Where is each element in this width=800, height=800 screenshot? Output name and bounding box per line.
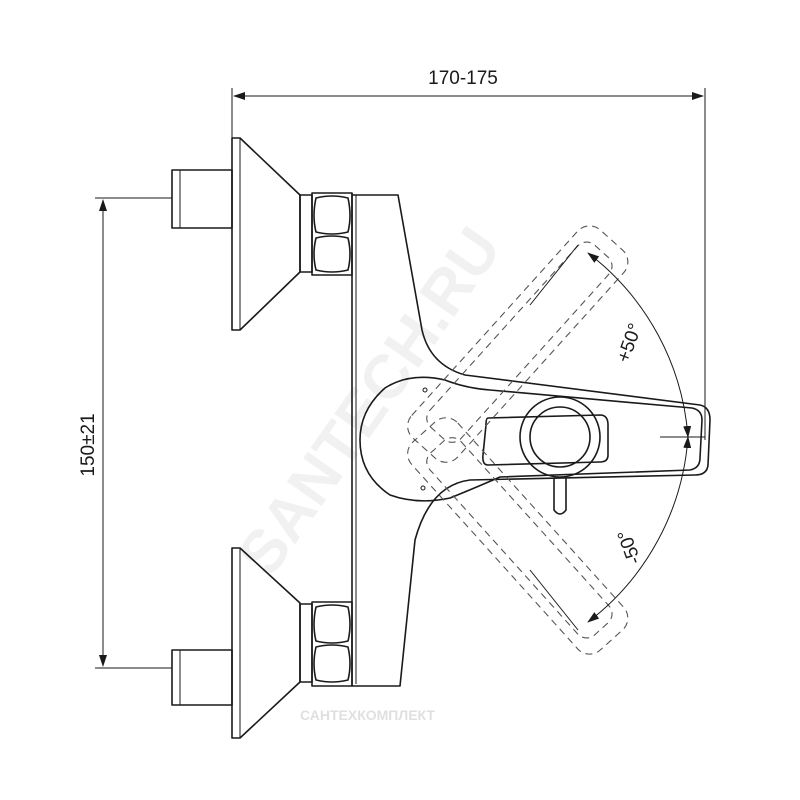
- mixer-body: [351, 193, 711, 687]
- watermark-bottom: САНТЕХКОМПЛЕКТ: [300, 707, 435, 723]
- lever-range-outlines: [407, 225, 629, 655]
- lower-inlet: [171, 547, 353, 739]
- angle-dimension: +50° -50°: [529, 244, 705, 631]
- angle-down-label: -50°: [614, 527, 646, 567]
- height-dimension: 150±21: [78, 197, 172, 669]
- upper-inlet: [171, 137, 353, 331]
- angle-up-label: +50°: [613, 321, 646, 366]
- width-dimension: 170-175: [231, 68, 706, 440]
- watermark-diagonal: SANTECH.RU: [225, 216, 515, 589]
- width-label: 170-175: [428, 68, 498, 89]
- height-label: 150±21: [78, 413, 99, 476]
